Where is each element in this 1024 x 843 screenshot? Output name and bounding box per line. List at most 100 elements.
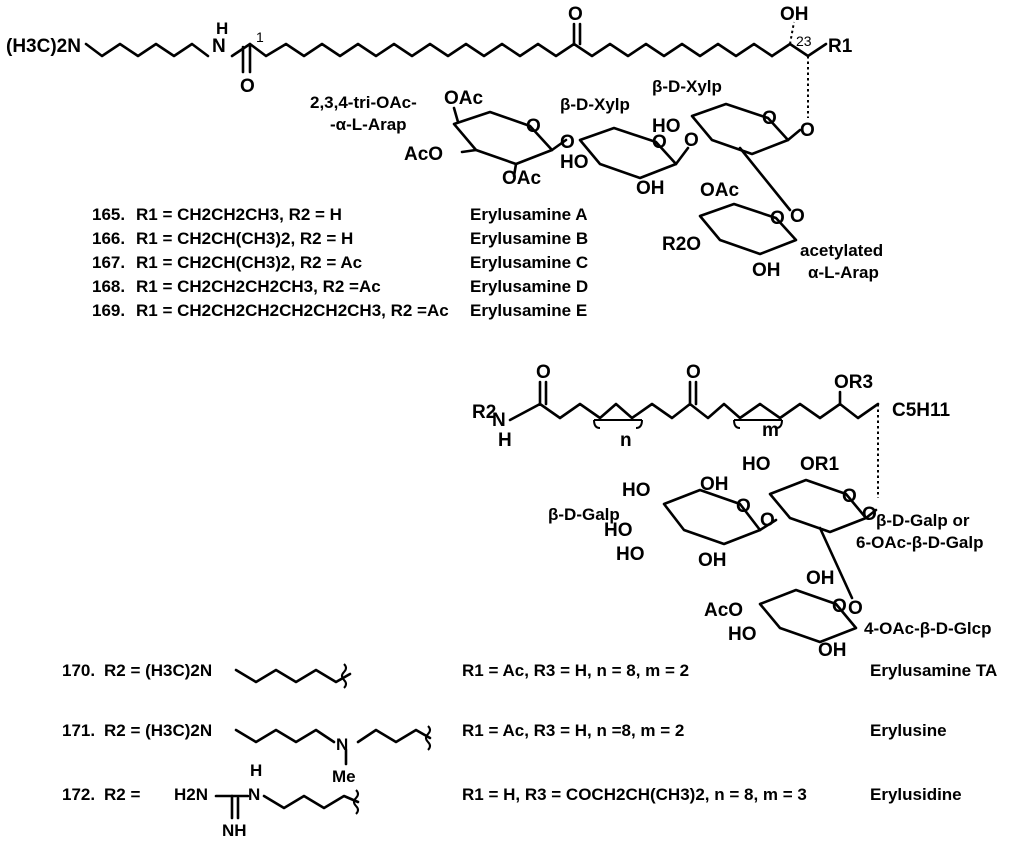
amide-o: O (240, 76, 255, 97)
ho-5: HO (728, 624, 757, 645)
c171-num: 171. (62, 721, 95, 740)
m-sub: m (762, 420, 779, 441)
c170-name: Erylusamine TA (870, 661, 997, 680)
amine-label: (H3C)2N (6, 36, 81, 57)
compound-list-top: 165. R1 = CH2CH2CH3, R2 = H Erylusamine … (92, 205, 588, 320)
c171-params: R1 = Ac, R3 = H, n =8, m = 2 (462, 721, 684, 740)
c170-chain (234, 668, 352, 684)
bottom-structure: R2 N H O O n m OR3 C5H11 β-D-Galp β-D-Ga… (472, 362, 992, 661)
or1-label: OR1 (800, 454, 840, 475)
oh-a: OH (636, 178, 665, 199)
r2-label: R2 (472, 402, 496, 423)
amide-o-bottom: O (536, 362, 551, 383)
link-2 (674, 146, 690, 166)
c170-r2: R2 = (H3C)2N (104, 661, 212, 680)
bottom-link-1 (758, 518, 778, 532)
or3-label: OR3 (834, 372, 873, 393)
link-4 (738, 146, 792, 212)
c170-params: R1 = Ac, R3 = H, n = 8, m = 2 (462, 661, 689, 680)
o-ring-b2: O (842, 486, 857, 507)
o-ring-b1: O (736, 496, 751, 517)
c171-me: Me (332, 767, 356, 786)
c166-name: Erylusamine B (470, 229, 588, 248)
c172-chain (262, 794, 360, 810)
r2o: R2O (662, 234, 701, 255)
oh-label: OH (780, 4, 809, 25)
sugar3-name: β-D-Xylp (652, 77, 722, 96)
c170-num: 170. (62, 661, 95, 680)
c172-params: R1 = H, R3 = COCH2CH(CH3)2, n = 8, m = 3 (462, 785, 807, 804)
link-3 (786, 128, 802, 142)
locant-1: 1 (256, 29, 264, 45)
c169-name: Erylusamine E (470, 301, 587, 320)
ho-b: HO (652, 116, 681, 137)
oh-1: OH (700, 474, 729, 495)
c171-wavy (425, 725, 431, 751)
c167-formula: R1 = CH2CH(CH3)2, R2 = Ac (136, 253, 362, 272)
oac-bond-a (452, 106, 460, 124)
link-1 (550, 138, 568, 152)
bottom-chain (508, 402, 880, 422)
c5h11-label: C5H11 (892, 400, 951, 421)
bracket-m (733, 419, 783, 429)
oh-hashed-bond (789, 21, 795, 45)
oac-bond-b (512, 162, 518, 178)
o-ring1: O (526, 116, 541, 137)
compound-list-bottom: 170. R2 = (H3C)2N R1 = Ac, R3 = H, n = 8… (62, 661, 997, 840)
c171-r2: R2 = (H3C)2N (104, 721, 212, 740)
sugar1-name-b: -α-L-Arap (330, 115, 407, 134)
sugar4-name-a: acetylated (800, 241, 883, 260)
o-link-b3: O (848, 598, 863, 619)
c172-nh: NH (222, 821, 247, 840)
ho-a: HO (560, 152, 589, 173)
c171-n: N (336, 735, 348, 754)
c166-num: 166. (92, 229, 125, 248)
bottom-link-2 (864, 508, 878, 520)
chain-end (770, 42, 828, 58)
glc-name: 4-OAc-β-D-Glcp (864, 619, 992, 638)
o-link4: O (790, 206, 805, 227)
n-sub: n (620, 430, 632, 451)
c171-chain-b (356, 728, 432, 744)
o-ring2: O (652, 132, 667, 153)
oac-b: OAc (502, 168, 542, 189)
sugar4-name-b: α-L-Arap (808, 263, 879, 282)
ho-2: HO (604, 520, 633, 541)
top-structure: (H3C)2N H N 1 O O OH 23 R1 2,3,4-tri-OAc… (6, 4, 883, 282)
locant-23: 23 (796, 33, 812, 49)
c172-n: N (248, 785, 260, 804)
c172-wavy (353, 789, 359, 815)
c166-formula: R1 = CH2CH(CH3)2, R2 = H (136, 229, 353, 248)
c165-name: Erylusamine A (470, 205, 587, 224)
ho-4: HO (742, 454, 771, 475)
c169-formula: R1 = CH2CH2CH2CH2CH2CH3, R2 =Ac (136, 301, 449, 320)
oh-4: OH (818, 640, 847, 661)
c167-name: Erylusamine C (470, 253, 588, 272)
sugar1-name-a: 2,3,4-tri-OAc- (310, 93, 417, 112)
fatty-acyl-chain (230, 42, 774, 58)
c169-num: 169. (92, 301, 125, 320)
galb-name-a: β-D-Galp or (876, 511, 970, 530)
h-label: H (498, 430, 512, 451)
o-link-b2: O (862, 504, 877, 525)
amide-n: N (212, 36, 226, 57)
oac-c: OAc (700, 180, 740, 201)
c168-formula: R1 = CH2CH2CH2CH3, R2 =Ac (136, 277, 381, 296)
aco-bottom: AcO (704, 600, 743, 621)
aminopentyl-chain (84, 42, 210, 58)
ho-3: HO (616, 544, 645, 565)
c167-num: 167. (92, 253, 125, 272)
o-link-b1: O (760, 510, 775, 531)
c170-wavy (341, 663, 347, 689)
oh-b: OH (752, 260, 781, 281)
c168-name: Erylusamine D (470, 277, 588, 296)
sugar2-name: β-D-Xylp (560, 95, 630, 114)
o-ring4: O (770, 208, 785, 229)
ring-glc (758, 588, 858, 644)
o-ring3: O (762, 108, 777, 129)
c168-num: 168. (92, 277, 125, 296)
c172-num: 172. (62, 785, 95, 804)
o-link3: O (800, 120, 815, 141)
c171-name: Erylusine (870, 721, 947, 740)
